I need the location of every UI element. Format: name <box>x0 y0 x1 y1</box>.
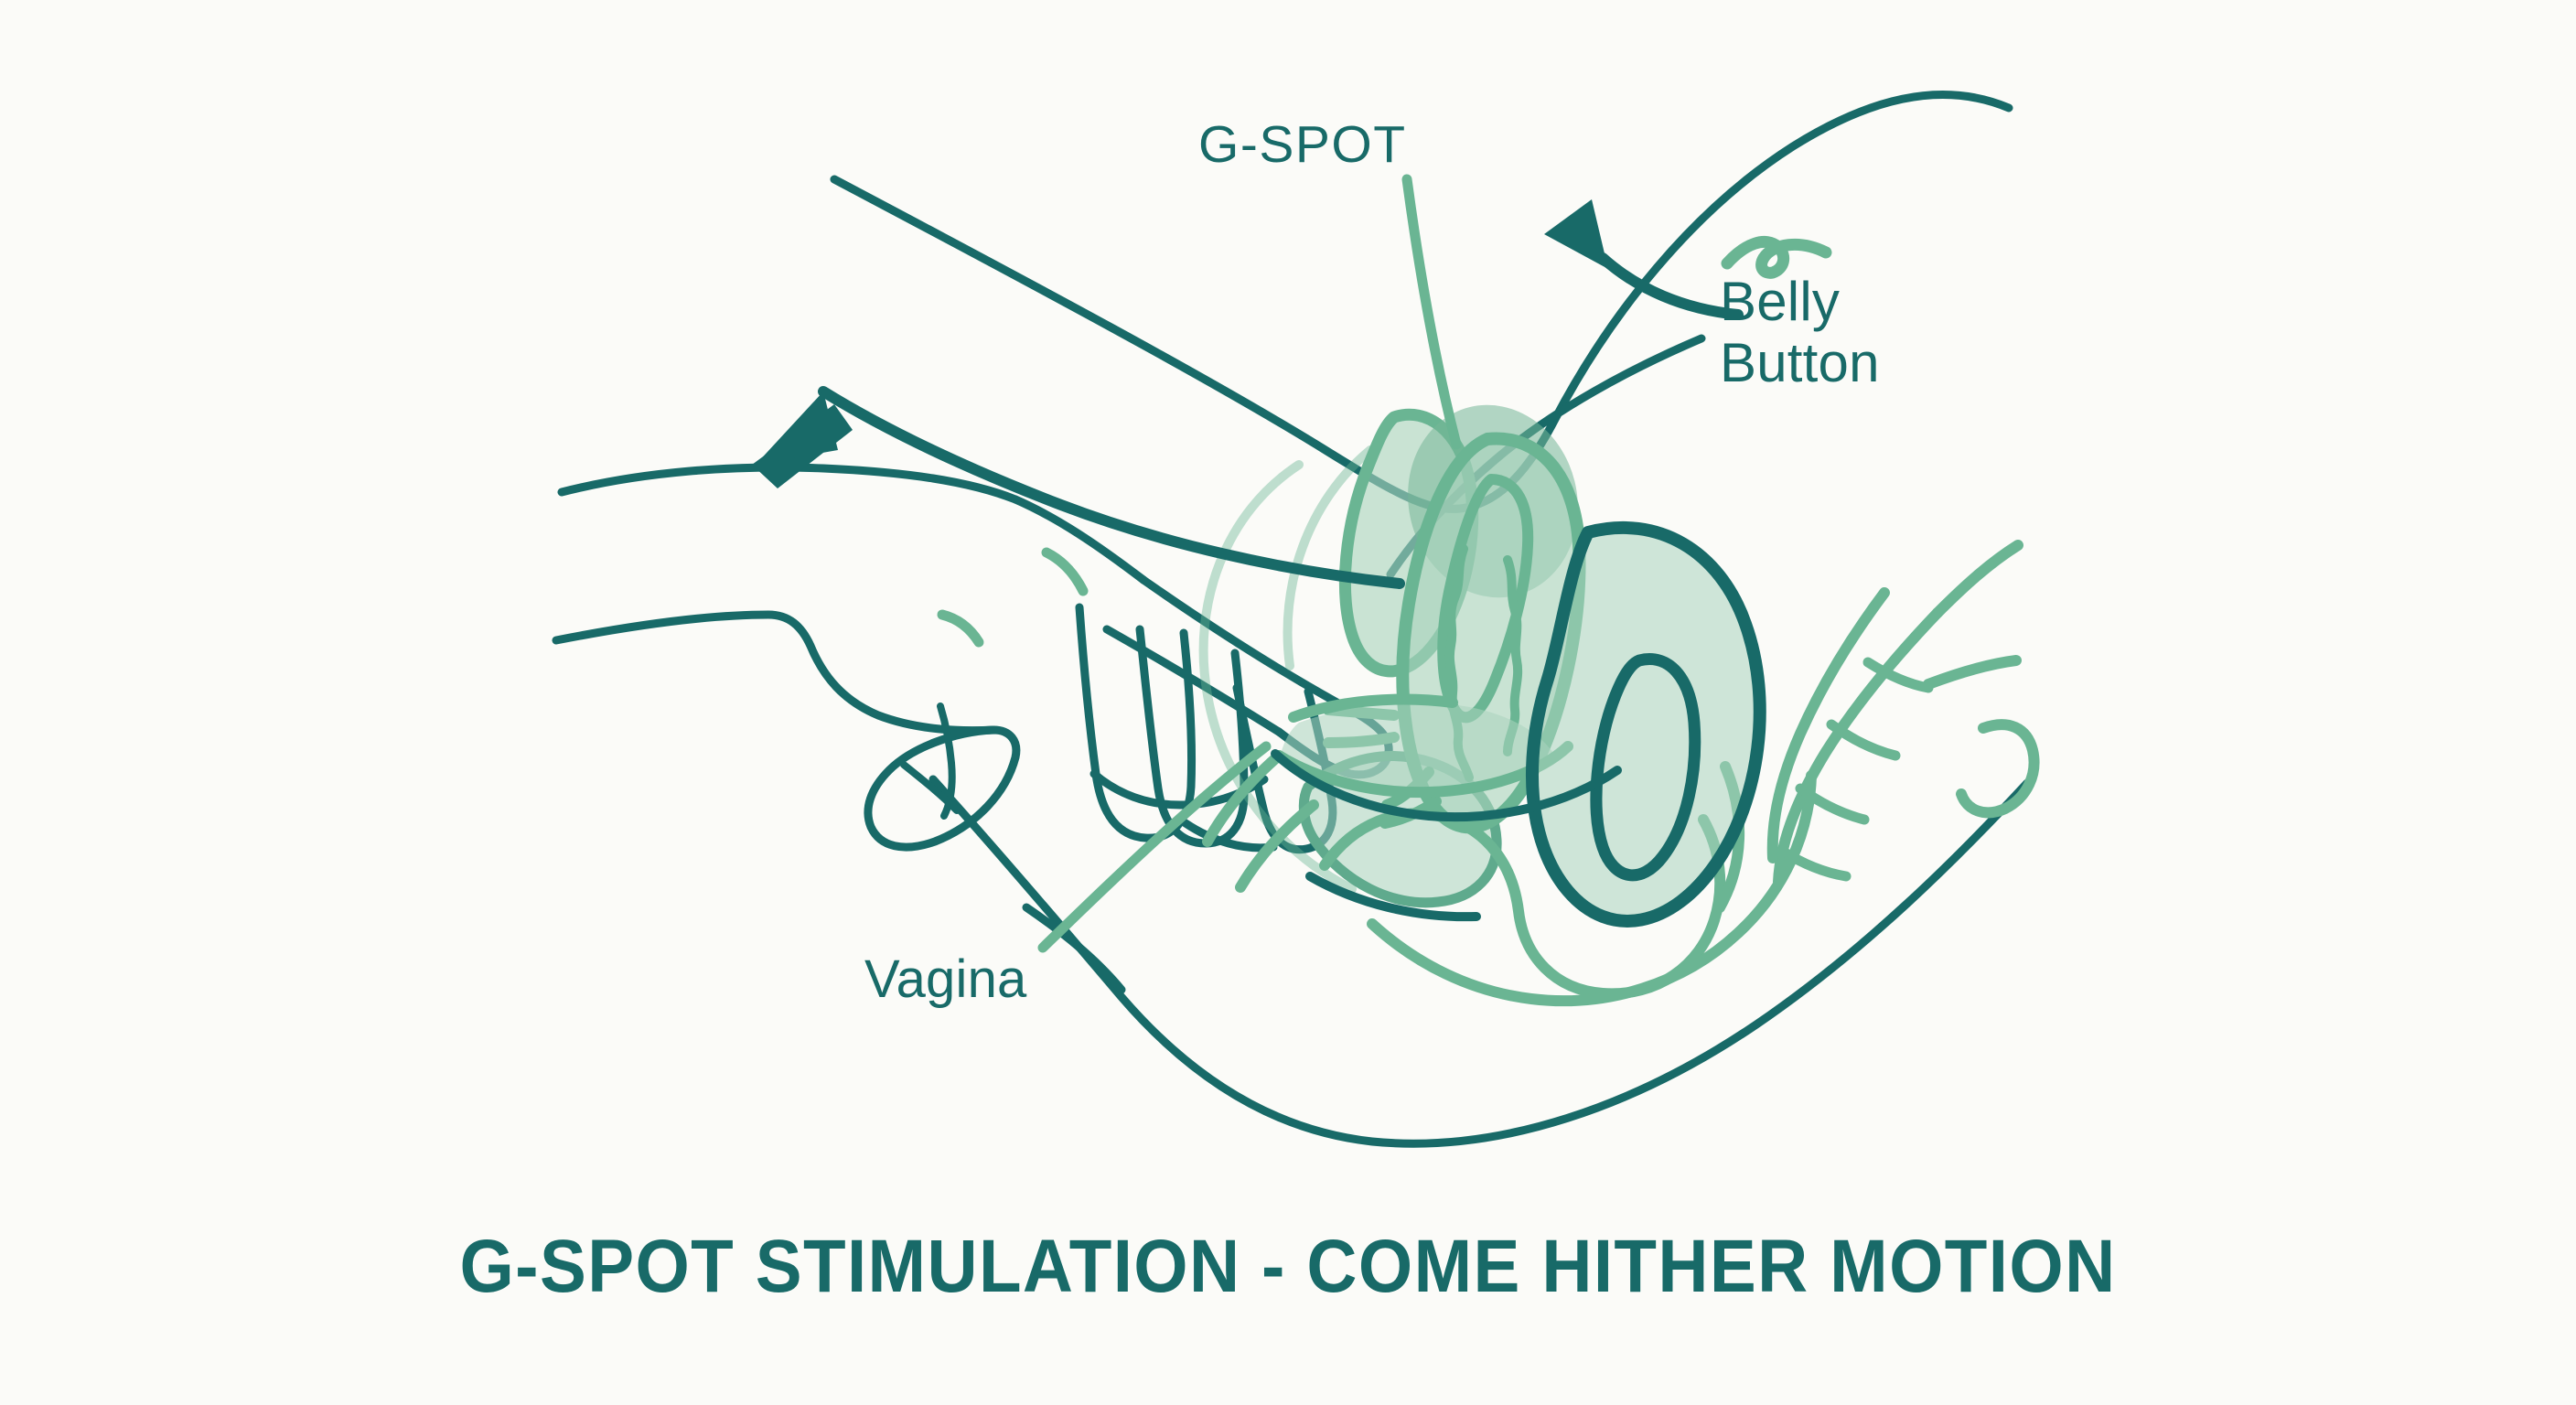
thigh-outline <box>928 775 2032 1148</box>
sacrum <box>1766 540 2040 887</box>
gspot-leader-line-icon <box>1401 174 1462 450</box>
pelvic-ring-ghost <box>1198 445 1375 894</box>
come-hither-motion-arrow-icon <box>752 386 1405 589</box>
label-vagina: Vagina <box>864 949 1027 1009</box>
perineum-outline <box>1271 749 1622 922</box>
belly-button-pointer-arrow-icon <box>1544 199 1744 320</box>
hand <box>552 463 1393 854</box>
vaginal-opening <box>1202 750 1319 893</box>
figure-caption: G-SPOT STIMULATION - COME HITHER MOTION <box>459 1225 2117 1308</box>
navel-squiggle-icon <box>1721 235 1832 279</box>
label-gspot: G-SPOT <box>1198 115 1407 174</box>
label-belly-line1: Belly <box>1720 271 1841 332</box>
rectum-loop <box>1526 520 1766 928</box>
vagina-leader-line-icon <box>1037 741 1272 953</box>
label-belly-line2: Button <box>1720 332 1880 394</box>
